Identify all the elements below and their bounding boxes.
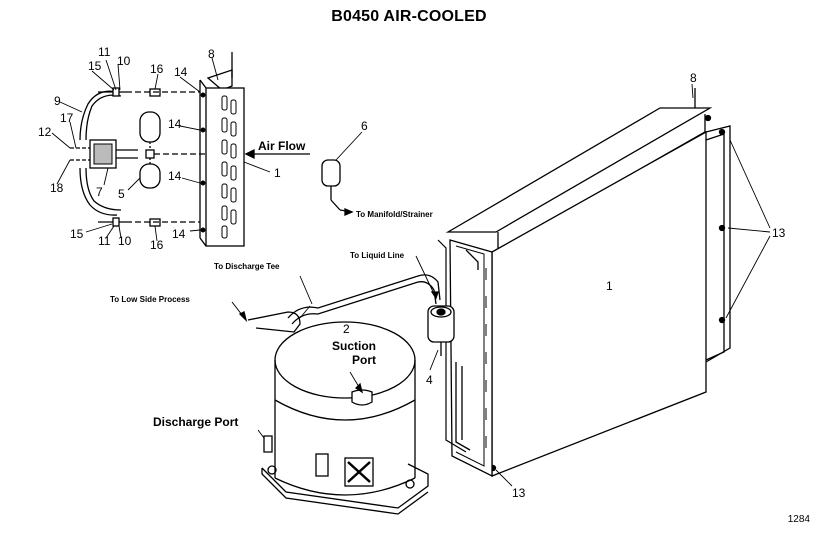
diagram-title: B0450 AIR-COOLED <box>331 8 487 25</box>
callout-12: 12 <box>38 125 52 139</box>
compressor <box>231 274 441 515</box>
callout-6: 6 <box>361 119 368 133</box>
callout-14-a: 14 <box>174 65 188 79</box>
label-discharge-port: Discharge Port <box>153 415 238 429</box>
callout-10-bottom: 10 <box>118 234 132 248</box>
callout-13-right: 13 <box>772 226 786 240</box>
callout-1-small: 1 <box>274 166 281 180</box>
callout-8-small: 8 <box>208 47 215 61</box>
callout-9: 9 <box>54 94 61 108</box>
callout-17: 17 <box>60 111 74 125</box>
callout-15-bottom: 15 <box>70 227 84 241</box>
label-air-flow: Air Flow <box>258 139 306 153</box>
label-to-liquid-line: To Liquid Line <box>350 251 405 260</box>
callout-16-bottom: 16 <box>150 238 164 252</box>
callout-16-top: 16 <box>150 62 164 76</box>
valve-7 <box>70 139 138 169</box>
callout-1-large: 1 <box>606 279 613 293</box>
label-suction: Suction <box>332 339 376 353</box>
callout-15-top: 15 <box>88 59 102 73</box>
figure-number: 1284 <box>787 514 810 525</box>
part-5-capsules <box>139 111 161 189</box>
callout-14-d: 14 <box>172 227 186 241</box>
tube-9 <box>79 90 118 141</box>
callout-10-top: 10 <box>117 54 131 68</box>
callout-11-bottom: 11 <box>98 234 111 248</box>
label-to-manifold-strainer: To Manifold/Strainer <box>356 210 433 219</box>
callout-8-large: 8 <box>690 71 697 85</box>
drier-4 <box>415 255 455 371</box>
callout-4: 4 <box>426 373 433 387</box>
label-suction-port: Port <box>352 353 376 367</box>
main-condenser <box>437 83 771 487</box>
part-6-fitting <box>321 131 363 216</box>
tube-lower <box>79 167 118 216</box>
callout-14-c: 14 <box>168 169 182 183</box>
callout-13-bottom: 13 <box>512 486 526 500</box>
callout-18: 18 <box>50 181 64 195</box>
callout-11-top: 11 <box>98 45 111 59</box>
label-to-discharge-tee: To Discharge Tee <box>214 262 280 271</box>
callout-2: 2 <box>343 322 350 336</box>
callout-14-b: 14 <box>168 117 182 131</box>
label-to-low-side-process: To Low Side Process <box>110 295 190 304</box>
callout-5: 5 <box>118 187 125 201</box>
callout-7: 7 <box>96 185 103 199</box>
exploded-view <box>51 52 310 247</box>
small-condenser-coil <box>199 52 245 247</box>
